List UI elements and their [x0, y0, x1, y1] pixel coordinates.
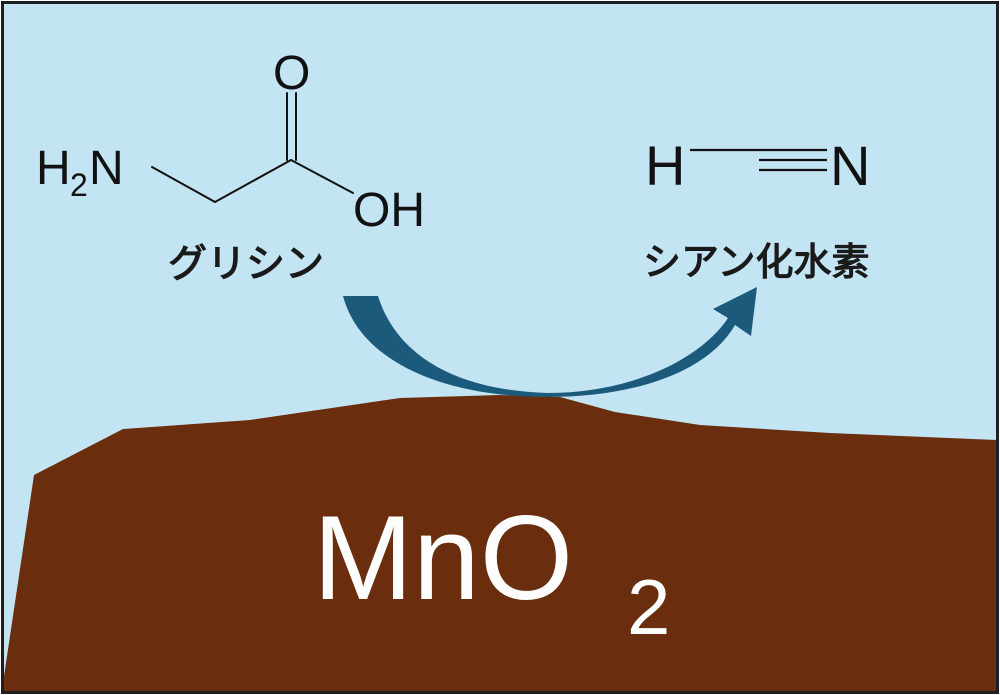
mno2-formula: MnO: [313, 491, 573, 625]
bond-n-ch2: [151, 166, 216, 203]
mno2-formula-main: MnO: [313, 491, 573, 625]
bond-ch2-c: [214, 159, 292, 203]
glycine-o-label: O: [273, 47, 310, 100]
mno2-ground: [3, 395, 997, 693]
hcn-triple-bond: [690, 148, 827, 172]
hcn-h-label: H: [645, 134, 685, 197]
glycine-structure: [151, 92, 354, 203]
glycine-h-subscript: 2: [70, 167, 88, 203]
hcn-n-label: N: [830, 134, 870, 197]
glycine-oh-label: OH: [353, 184, 425, 237]
glycine-h-label: H: [36, 142, 71, 195]
bond-c-oh: [290, 159, 354, 194]
hcn-name-label: シアン化水素: [643, 240, 869, 284]
glycine-name-label: グリシン: [168, 242, 324, 287]
mno2-formula-subscript: 2: [627, 563, 670, 651]
glycine-n-label: N: [89, 142, 124, 195]
